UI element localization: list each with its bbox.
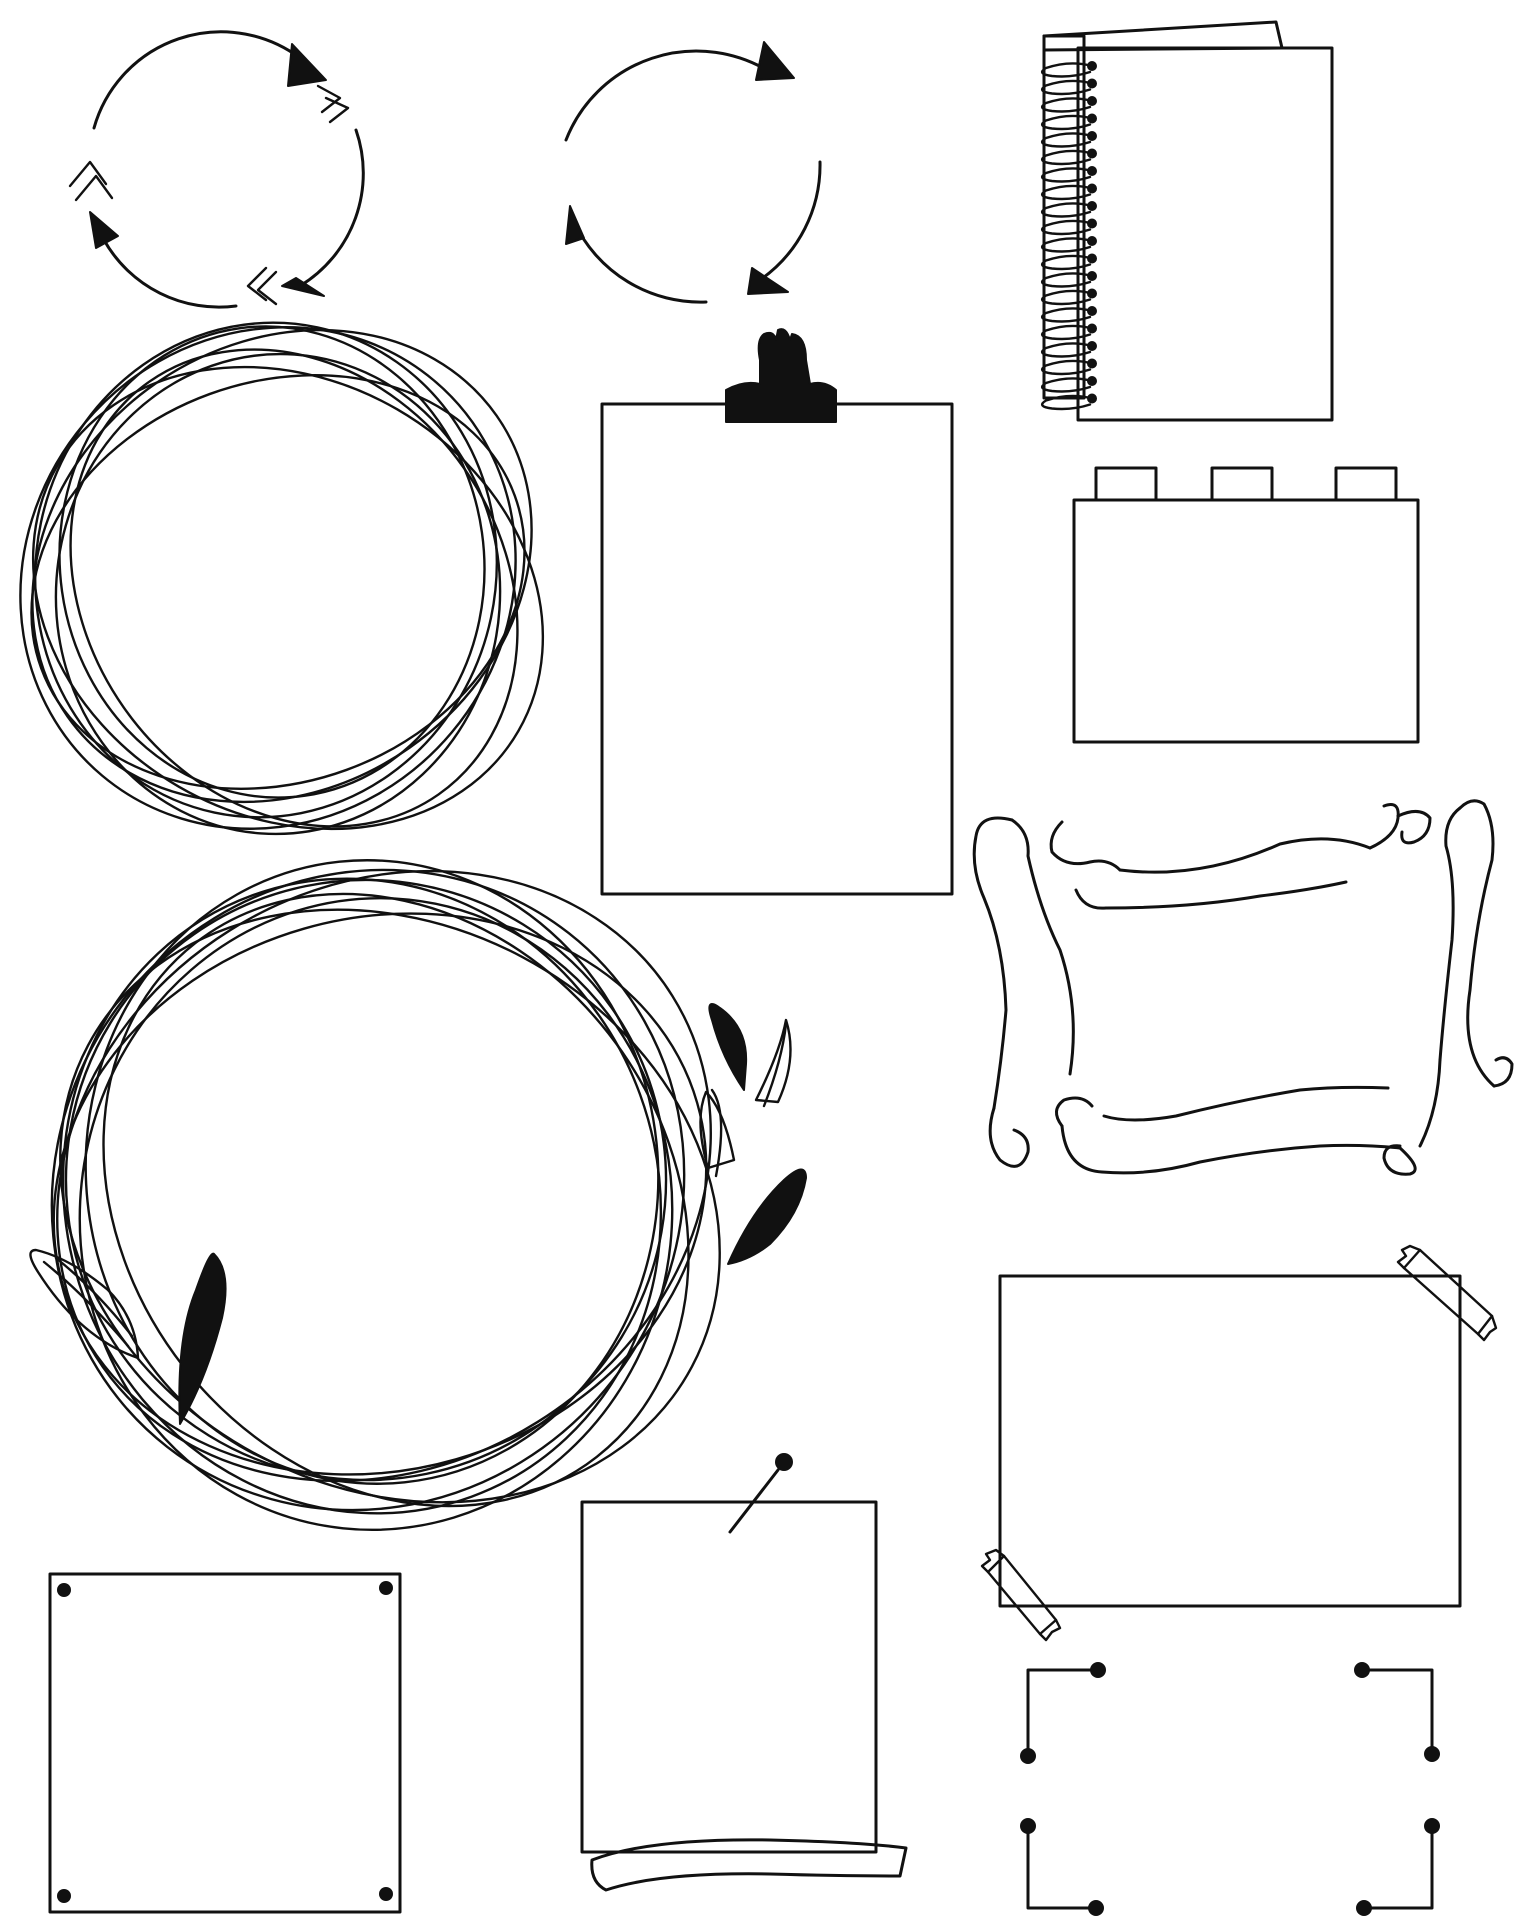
spiral-ring <box>1040 184 1094 201</box>
spiral-hole <box>1087 358 1097 369</box>
spiral-ring <box>1040 132 1094 148</box>
spiral-hole <box>1087 306 1097 316</box>
spiral-hole <box>1087 341 1097 351</box>
clipboard-frame <box>600 328 954 896</box>
spiral-ring <box>1040 202 1094 218</box>
spiral-ring <box>1040 272 1094 288</box>
spiral-hole <box>1087 288 1097 299</box>
spiral-hole <box>1087 376 1097 386</box>
cycle-arrows-chevron-icon <box>68 30 365 309</box>
spiral-ring <box>1040 62 1094 78</box>
spiral-ring <box>1040 167 1094 183</box>
pinned-note-frame <box>580 1453 908 1892</box>
riveted-plate-frame <box>48 1572 402 1914</box>
scribble-circle-frame <box>19 321 545 836</box>
spiral-ring <box>1040 359 1094 376</box>
spiral-hole <box>1087 393 1097 404</box>
spiral-hole <box>1087 236 1097 246</box>
spiral-ring <box>1040 307 1094 323</box>
spiral-notebook-frame <box>1040 20 1334 422</box>
spiral-ring <box>1040 394 1094 411</box>
spiral-ring <box>1040 219 1094 236</box>
spiral-hole <box>1087 113 1097 124</box>
spiral-ring <box>1040 149 1094 166</box>
spiral-hole <box>1087 323 1097 334</box>
spiral-ring <box>1040 97 1094 113</box>
spiral-hole <box>1087 78 1097 89</box>
scroll-banner-frame <box>972 799 1514 1176</box>
spiral-ring <box>1040 79 1094 96</box>
spiral-hole <box>1087 201 1097 211</box>
spiral-ring <box>1040 254 1094 271</box>
spiral-hole <box>1087 131 1097 141</box>
spiral-hole <box>1087 271 1097 281</box>
spiral-ring <box>1040 342 1094 358</box>
spiral-hole <box>1087 148 1097 159</box>
spiral-ring <box>1040 237 1094 253</box>
spiral-hole <box>1087 183 1097 194</box>
spiral-hole <box>1087 218 1097 229</box>
taped-photo-frame <box>980 1244 1498 1642</box>
spiral-ring <box>1040 324 1094 341</box>
spiral-ring <box>1040 377 1094 393</box>
spiral-hole <box>1087 61 1097 71</box>
brick-block-frame <box>1072 466 1420 744</box>
spiral-hole <box>1087 253 1097 264</box>
spiral-rings <box>1040 61 1097 411</box>
cycle-arrows-icon <box>564 41 822 304</box>
spiral-ring <box>1040 114 1094 131</box>
corner-bracket-frame <box>1020 1662 1440 1916</box>
spiral-hole <box>1087 166 1097 176</box>
spiral-ring <box>1040 289 1094 306</box>
spiral-hole <box>1087 96 1097 106</box>
leafy-scribble-wreath-frame <box>29 859 807 1531</box>
